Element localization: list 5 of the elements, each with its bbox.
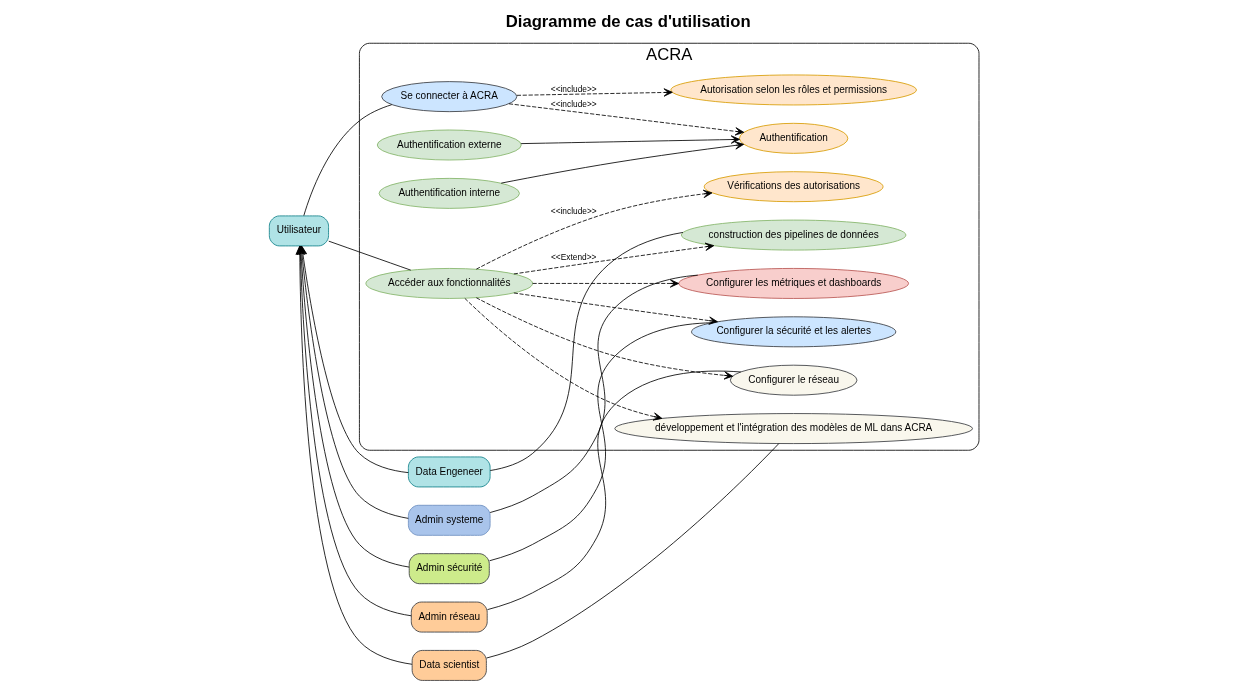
edge-label: <<Extend>> <box>551 252 597 263</box>
diagram-title: Diagramme de cas d'utilisation <box>505 12 751 32</box>
edge-label: <<include>> <box>550 83 597 94</box>
edge-label: <<include>> <box>550 98 597 109</box>
edge-label: <<include>> <box>550 206 597 217</box>
